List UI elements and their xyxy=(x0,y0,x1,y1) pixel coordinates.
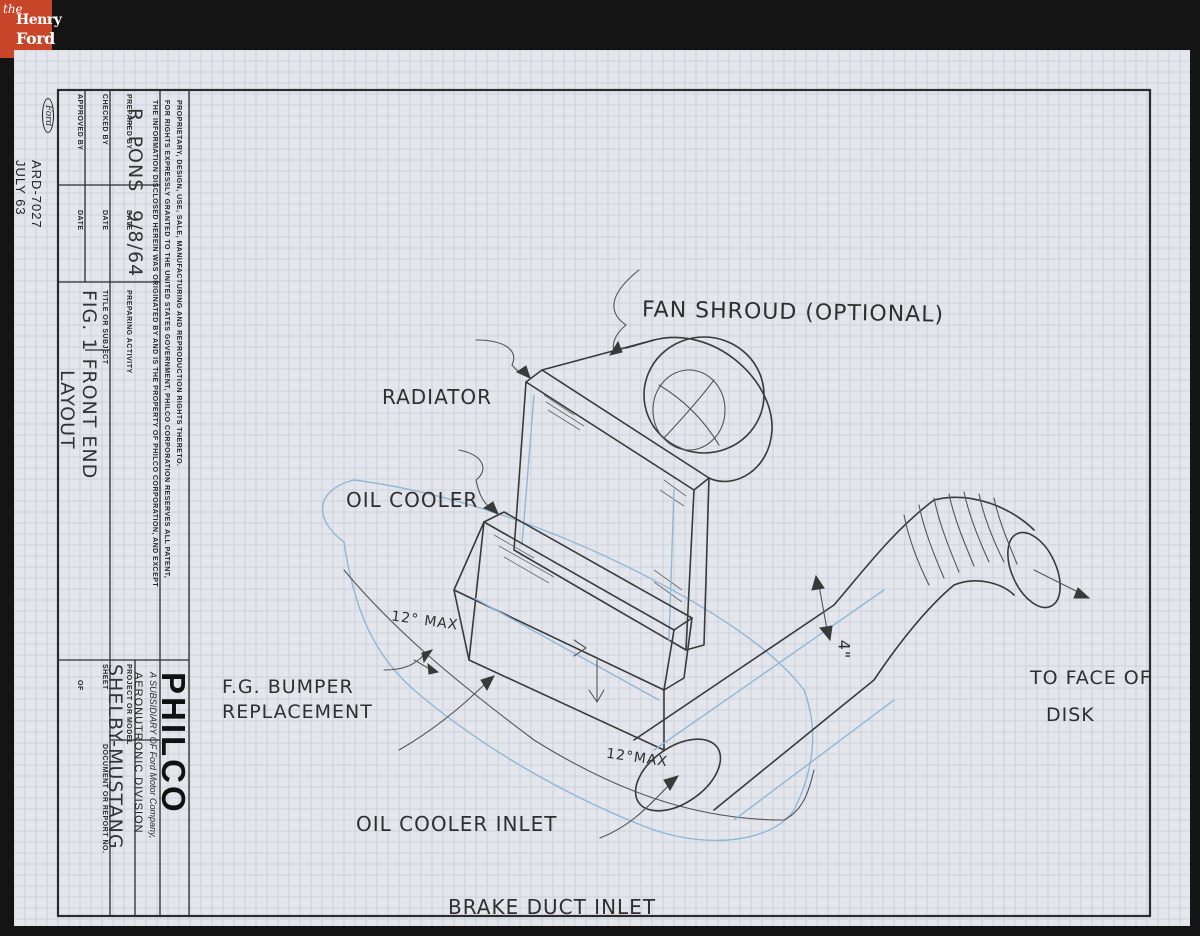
drawing-sheet: FAN SHROUD (OPTIONAL) RADIATOR OIL COOLE… xyxy=(13,50,1190,926)
logo-henry: Henry xyxy=(16,12,62,28)
drawing-number: ARD-7027 xyxy=(29,160,44,229)
graph-grid xyxy=(14,50,1190,926)
label-fg-bumper: F.G. BUMPER xyxy=(222,676,354,698)
division-line: AERONUTRONIC DIVISION xyxy=(132,672,144,834)
approved-date-label: DATE xyxy=(76,210,83,231)
title-line-2: LAYOUT xyxy=(56,370,78,450)
label-oil-cooler: OIL COOLER xyxy=(346,488,479,512)
ford-oval-mark: Ford xyxy=(42,98,54,134)
bumper-lower-edge xyxy=(343,569,815,821)
bumper-outline xyxy=(321,479,814,842)
sheet-label: SHEET xyxy=(101,664,108,690)
sketch-canvas xyxy=(14,50,1190,926)
notice-line-2: FOR RIGHTS EXPRESSLY GRANTED TO THE UNIT… xyxy=(163,100,170,579)
philco-wordmark: PHILCO xyxy=(155,672,192,815)
henry-ford-logo: the Henry Ford xyxy=(0,0,62,58)
title-or-subject-label: TITLE OR SUBJECT xyxy=(101,290,108,365)
checked-date-label: DATE xyxy=(101,210,108,231)
logo-ford: Ford xyxy=(16,29,55,48)
drawing-border xyxy=(56,88,1152,918)
fan-shroud xyxy=(541,336,773,483)
label-disk: DISK xyxy=(1046,704,1095,726)
drawing-date: JULY 63 xyxy=(13,160,28,216)
subsidiary-line: A SUBSIDIARY OF Ford Motor Company, xyxy=(148,672,158,839)
prepared-on-date: 9/8/64 xyxy=(124,210,146,278)
label-replacement: REPLACEMENT xyxy=(222,701,373,723)
document-label: DOCUMENT OR REPORT NO. xyxy=(101,744,108,854)
radiator xyxy=(513,369,710,651)
leader-lines xyxy=(383,269,1091,839)
preparing-activity-label: PREPARING ACTIVITY xyxy=(125,290,132,374)
of-label: OF xyxy=(76,680,83,691)
oil-cooler xyxy=(453,511,693,751)
brake-duct-hose xyxy=(633,491,1061,821)
preparer-name: R. PONS xyxy=(124,108,146,193)
notice-line-1: THE INFORMATION DISCLOSED HEREIN WAS ORI… xyxy=(151,100,158,588)
label-brake-duct-inlet: BRAKE DUCT INLET xyxy=(448,895,657,919)
title-line-1: FIG. 1 FRONT END xyxy=(78,290,100,480)
label-fan-shroud: FAN SHROUD (OPTIONAL) xyxy=(641,297,945,328)
label-to-face-of: TO FACE OF xyxy=(1030,667,1152,689)
checked-by-label: CHECKED BY xyxy=(101,94,108,146)
logo-the: the xyxy=(3,2,23,16)
label-oil-cooler-inlet: OIL COOLER INLET xyxy=(356,812,558,836)
label-4-inch: 4" xyxy=(834,639,854,660)
label-radiator: RADIATOR xyxy=(382,385,493,409)
project-label: PROJECT OR MODEL xyxy=(125,664,132,745)
notice-line-3: PROPRIETARY, DESIGN, USE, SALE, MANUFACT… xyxy=(175,100,182,467)
title-block-lines xyxy=(58,90,190,916)
approved-by-label: APPROVED BY xyxy=(76,94,83,151)
